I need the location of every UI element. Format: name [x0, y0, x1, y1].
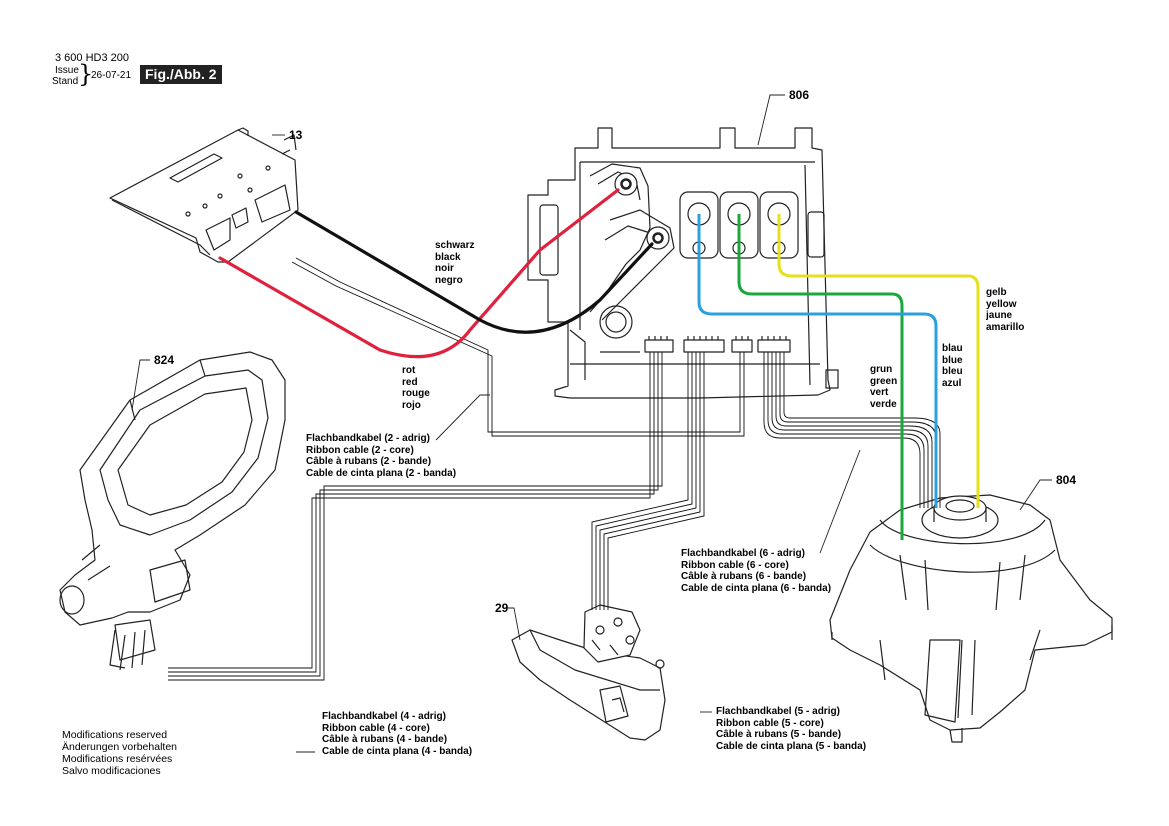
- blue-wire: [697, 214, 938, 508]
- issue-label: Issue: [55, 65, 79, 76]
- ribbon-cable-5-core: [591, 352, 705, 610]
- ribbon-cable-4-core: [168, 352, 663, 681]
- ribbon-4-core-label: Flachbandkabel (4 - adrig)Ribbon cable (…: [322, 711, 473, 757]
- red-wire: [218, 188, 620, 359]
- part-number-13: 13: [289, 128, 303, 142]
- handle-824: [59, 351, 286, 671]
- green-wire: [737, 214, 904, 540]
- ribbon-cable-2-core: [291, 257, 745, 437]
- mounting-plate-13: [109, 127, 299, 263]
- terminal-red: [614, 172, 638, 196]
- leader-lines: [131, 94, 1052, 753]
- brace-glyph: }: [78, 60, 94, 88]
- figure-badge: Fig./Abb. 2: [140, 65, 222, 84]
- black-wire: [294, 210, 654, 334]
- switch-module-29: [511, 604, 666, 741]
- motor-804: [829, 494, 1113, 743]
- part-number-806: 806: [789, 88, 810, 102]
- ribbon-5-core-label: Flachbandkabel (5 - adrig)Ribbon cable (…: [716, 706, 867, 752]
- part-number-824: 824: [154, 353, 175, 367]
- electronics-housing-806: [527, 127, 839, 399]
- part-number-29: 29: [495, 601, 509, 615]
- ribbon-6-core-label: Flachbandkabel (6 - adrig)Ribbon cable (…: [681, 548, 832, 594]
- ribbon-2-core-label: Flachbandkabel (2 - adrig)Ribbon cable (…: [306, 433, 457, 479]
- yellow-wire: [777, 214, 980, 508]
- document-number: 3 600 HD3 200: [55, 52, 129, 64]
- part-number-804: 804: [1056, 473, 1077, 487]
- stand-label: Stand: [52, 76, 79, 87]
- issue-date: 26-07-21: [91, 70, 132, 81]
